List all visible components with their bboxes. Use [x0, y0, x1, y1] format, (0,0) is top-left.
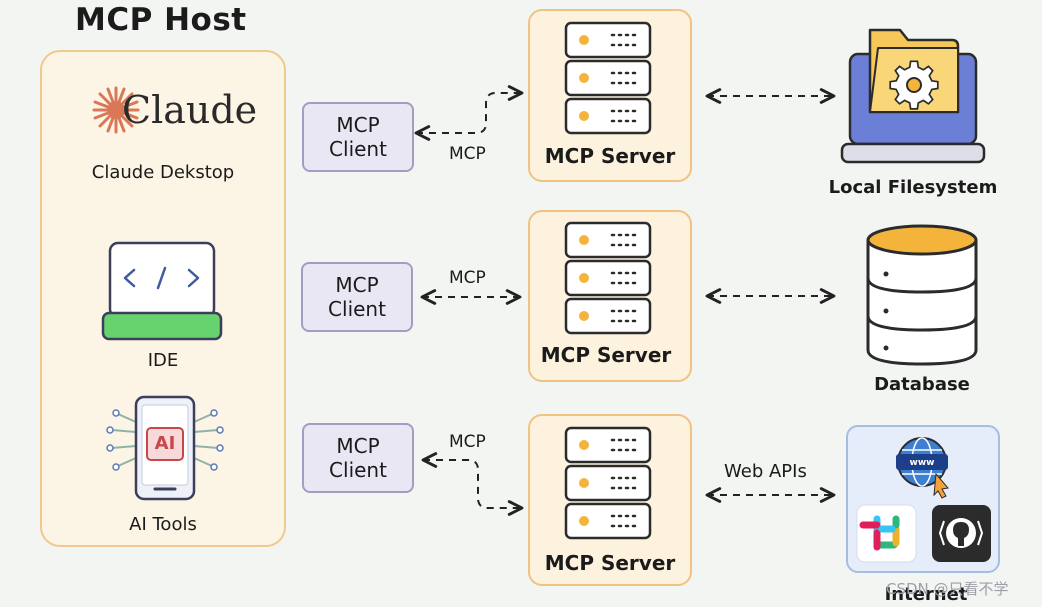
mcp-client-1: MCP Client: [302, 102, 414, 172]
client-1-line2: Client: [329, 137, 387, 161]
filesystem-label: Local Filesystem: [828, 177, 998, 198]
mcp-client-3: MCP Client: [302, 423, 414, 493]
mcp-protocol-label-1: MCP: [449, 144, 486, 164]
globe-www-icon: [896, 437, 949, 499]
mcp-client-2: MCP Client: [301, 262, 413, 332]
arrow-client1-server1: [414, 85, 524, 141]
claude-desktop-label: Claude Dekstop: [91, 162, 235, 183]
client-3-line2: Client: [329, 458, 387, 482]
server-3-label: MCP Server: [544, 551, 676, 575]
web-apis-label: Web APIs: [724, 461, 807, 482]
www-text: www: [909, 458, 935, 468]
diagram-title: MCP Host: [75, 2, 247, 38]
client-2-line2: Client: [328, 297, 386, 321]
watermark: CSDN @只看不学: [886, 580, 1009, 598]
client-1-line1: MCP: [336, 113, 380, 137]
ide-label: IDE: [147, 350, 179, 371]
client-3-line1: MCP: [336, 434, 380, 458]
server-1-label: MCP Server: [544, 144, 676, 168]
claude-wordmark: Claude: [122, 88, 258, 132]
github-icon: [932, 505, 991, 562]
ai-icon-text: AI: [154, 433, 176, 454]
client-2-line1: MCP: [335, 273, 379, 297]
slack-icon: [856, 504, 917, 563]
database-label: Database: [874, 374, 970, 395]
mcp-protocol-label-2: MCP: [449, 268, 486, 288]
internet-label: Internet: [884, 584, 968, 605]
mcp-protocol-label-3: MCP: [449, 432, 486, 452]
server-2-label: MCP Server: [540, 343, 672, 367]
ai-tools-label: AI Tools: [129, 514, 197, 535]
